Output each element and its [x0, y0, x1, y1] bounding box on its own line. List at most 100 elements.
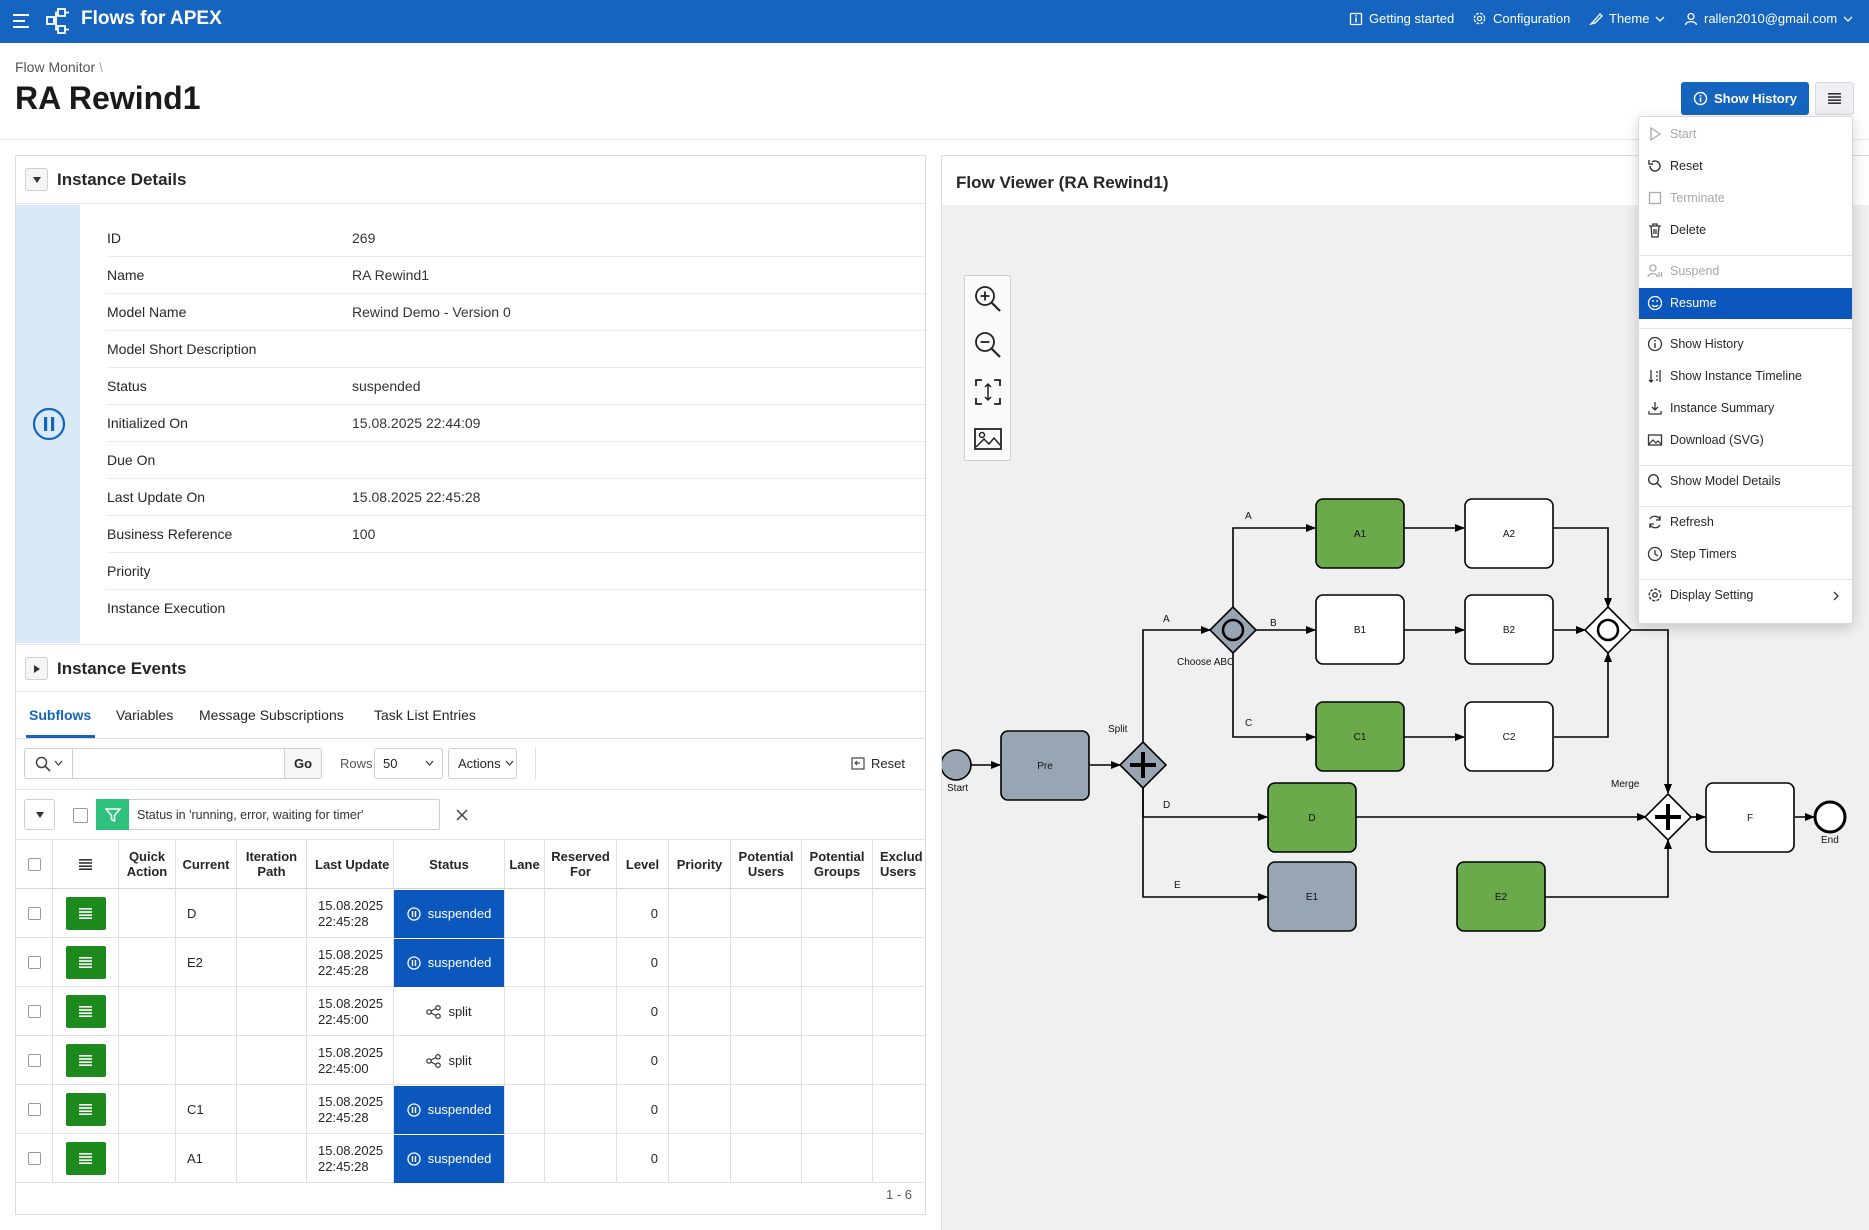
close-icon[interactable] [456, 809, 468, 821]
row-checkbox[interactable] [27, 1103, 41, 1116]
hamburger-icon[interactable] [13, 13, 30, 29]
task-f[interactable] [1705, 782, 1795, 853]
go-button[interactable]: Go [284, 748, 322, 779]
row-action-button[interactable] [65, 1044, 106, 1077]
configuration-link[interactable]: Configuration [1472, 11, 1570, 26]
getting-started-link[interactable]: Getting started [1349, 11, 1454, 26]
collapse-toggle[interactable] [25, 168, 48, 191]
tab-message-subscriptions[interactable]: Message Subscriptions [199, 707, 344, 723]
menu-item-download-svg[interactable]: Download (SVG) [1639, 425, 1852, 456]
menu-item-instance-summary[interactable]: Instance Summary [1639, 393, 1852, 424]
menu-item-refresh[interactable]: Refresh [1639, 507, 1852, 538]
task-c1[interactable] [1315, 701, 1405, 772]
menu-label: Show Instance Timeline [1670, 369, 1803, 383]
task-e2[interactable] [1456, 861, 1546, 932]
menu-item-show-history[interactable]: Show History [1639, 329, 1852, 360]
search-column-selector[interactable] [24, 748, 73, 779]
last-update-date: 15.08.2025 [318, 995, 384, 1011]
col-potential-users[interactable]: Potential Users [731, 840, 802, 889]
fit-to-screen-icon[interactable] [973, 377, 1003, 407]
theme-label: Theme [1609, 11, 1650, 26]
table-cell [53, 1036, 119, 1085]
row-checkbox[interactable] [27, 1152, 41, 1165]
filter-enable-checkbox[interactable] [73, 808, 88, 823]
menu-lines-icon[interactable] [79, 858, 92, 870]
table-cell [53, 1134, 119, 1183]
user-menu[interactable]: rallen2010@gmail.com [1684, 11, 1853, 26]
menu-item-terminate[interactable]: Terminate [1639, 183, 1852, 214]
gateway-plus-mark [1655, 804, 1681, 830]
active-tab-indicator [26, 735, 95, 738]
menu-item-reset[interactable]: Reset [1639, 151, 1852, 182]
col-reserved-for[interactable]: Reserved For [545, 840, 617, 889]
row-action-button[interactable] [65, 946, 106, 979]
col-quick-action[interactable]: Quick Action [119, 840, 176, 889]
select-all-checkbox[interactable] [27, 857, 41, 871]
menu-item-delete[interactable]: Delete [1639, 215, 1852, 246]
tab-variables[interactable]: Variables [116, 707, 174, 723]
row-checkbox[interactable] [27, 1054, 41, 1067]
image-icon[interactable] [973, 424, 1003, 454]
app-title[interactable]: Flows for APEX [81, 8, 222, 29]
menu-item-show-model-details[interactable]: Show Model Details [1639, 466, 1852, 497]
reset-button[interactable]: Reset [851, 756, 905, 771]
row-checkbox[interactable] [27, 907, 41, 920]
end-event[interactable] [1813, 800, 1847, 834]
col-iteration-path[interactable]: Iteration Path [237, 840, 307, 889]
row-action-button[interactable] [65, 897, 106, 930]
col-lane[interactable]: Lane [505, 840, 545, 889]
filter-chip[interactable]: Status in 'running, error, waiting for t… [96, 799, 440, 830]
menu-item-show-instance-timeline[interactable]: Show Instance Timeline [1639, 361, 1852, 392]
rows-select[interactable]: 50 [374, 748, 443, 779]
tab-subflows[interactable]: Subflows [29, 707, 92, 723]
col-potential-groups[interactable]: Potential Groups [802, 840, 873, 889]
table-cell [53, 938, 119, 987]
row-checkbox[interactable] [27, 1005, 41, 1018]
task-c2[interactable] [1464, 701, 1554, 772]
row-action-button[interactable] [65, 1093, 106, 1126]
col-level[interactable]: Level [617, 840, 669, 889]
zoom-out-icon[interactable] [973, 330, 1003, 360]
actions-menu-button[interactable] [1815, 82, 1854, 115]
table-cell [873, 938, 925, 987]
menu-item-step-timers[interactable]: Step Timers [1639, 539, 1852, 570]
col-current[interactable]: Current [176, 840, 237, 889]
task-a2[interactable] [1464, 498, 1554, 569]
task-pre[interactable] [1000, 730, 1090, 801]
row-checkbox[interactable] [27, 956, 41, 969]
table-cell [545, 938, 617, 987]
breadcrumb-flow-monitor[interactable]: Flow Monitor [15, 59, 96, 75]
show-history-button[interactable]: Show History [1681, 82, 1809, 115]
task-b1[interactable] [1315, 594, 1405, 665]
task-e1[interactable] [1267, 861, 1357, 932]
row-action-button[interactable] [65, 1142, 106, 1175]
start-event[interactable] [942, 749, 972, 781]
tab-task-list-entries[interactable]: Task List Entries [374, 707, 476, 723]
task-d[interactable] [1267, 782, 1357, 853]
row-action-button[interactable] [65, 995, 106, 1028]
search-input[interactable] [73, 748, 284, 779]
col-last-update[interactable]: Last Update [307, 840, 394, 889]
theme-menu[interactable]: Theme [1589, 11, 1665, 26]
expand-toggle[interactable] [25, 657, 48, 680]
menu-item-display-setting[interactable]: Display Setting [1639, 580, 1852, 611]
filter-collapse-toggle[interactable] [24, 799, 55, 830]
col-excluded-users[interactable]: Exclud Users [873, 840, 925, 889]
menu-item-suspend[interactable]: Suspend [1639, 256, 1852, 287]
task-b2[interactable] [1464, 594, 1554, 665]
breadcrumb[interactable]: Flow Monitor \ [15, 59, 103, 75]
flows-logo-icon [46, 8, 69, 34]
col-status[interactable]: Status [394, 840, 505, 889]
task-a1[interactable] [1315, 498, 1405, 569]
col-priority[interactable]: Priority [669, 840, 731, 889]
actions-menu[interactable]: Actions [448, 748, 517, 779]
menu-item-resume[interactable]: Resume [1639, 288, 1852, 319]
menu-item-start[interactable]: Start [1639, 119, 1852, 150]
zoom-in-icon[interactable] [973, 284, 1003, 314]
